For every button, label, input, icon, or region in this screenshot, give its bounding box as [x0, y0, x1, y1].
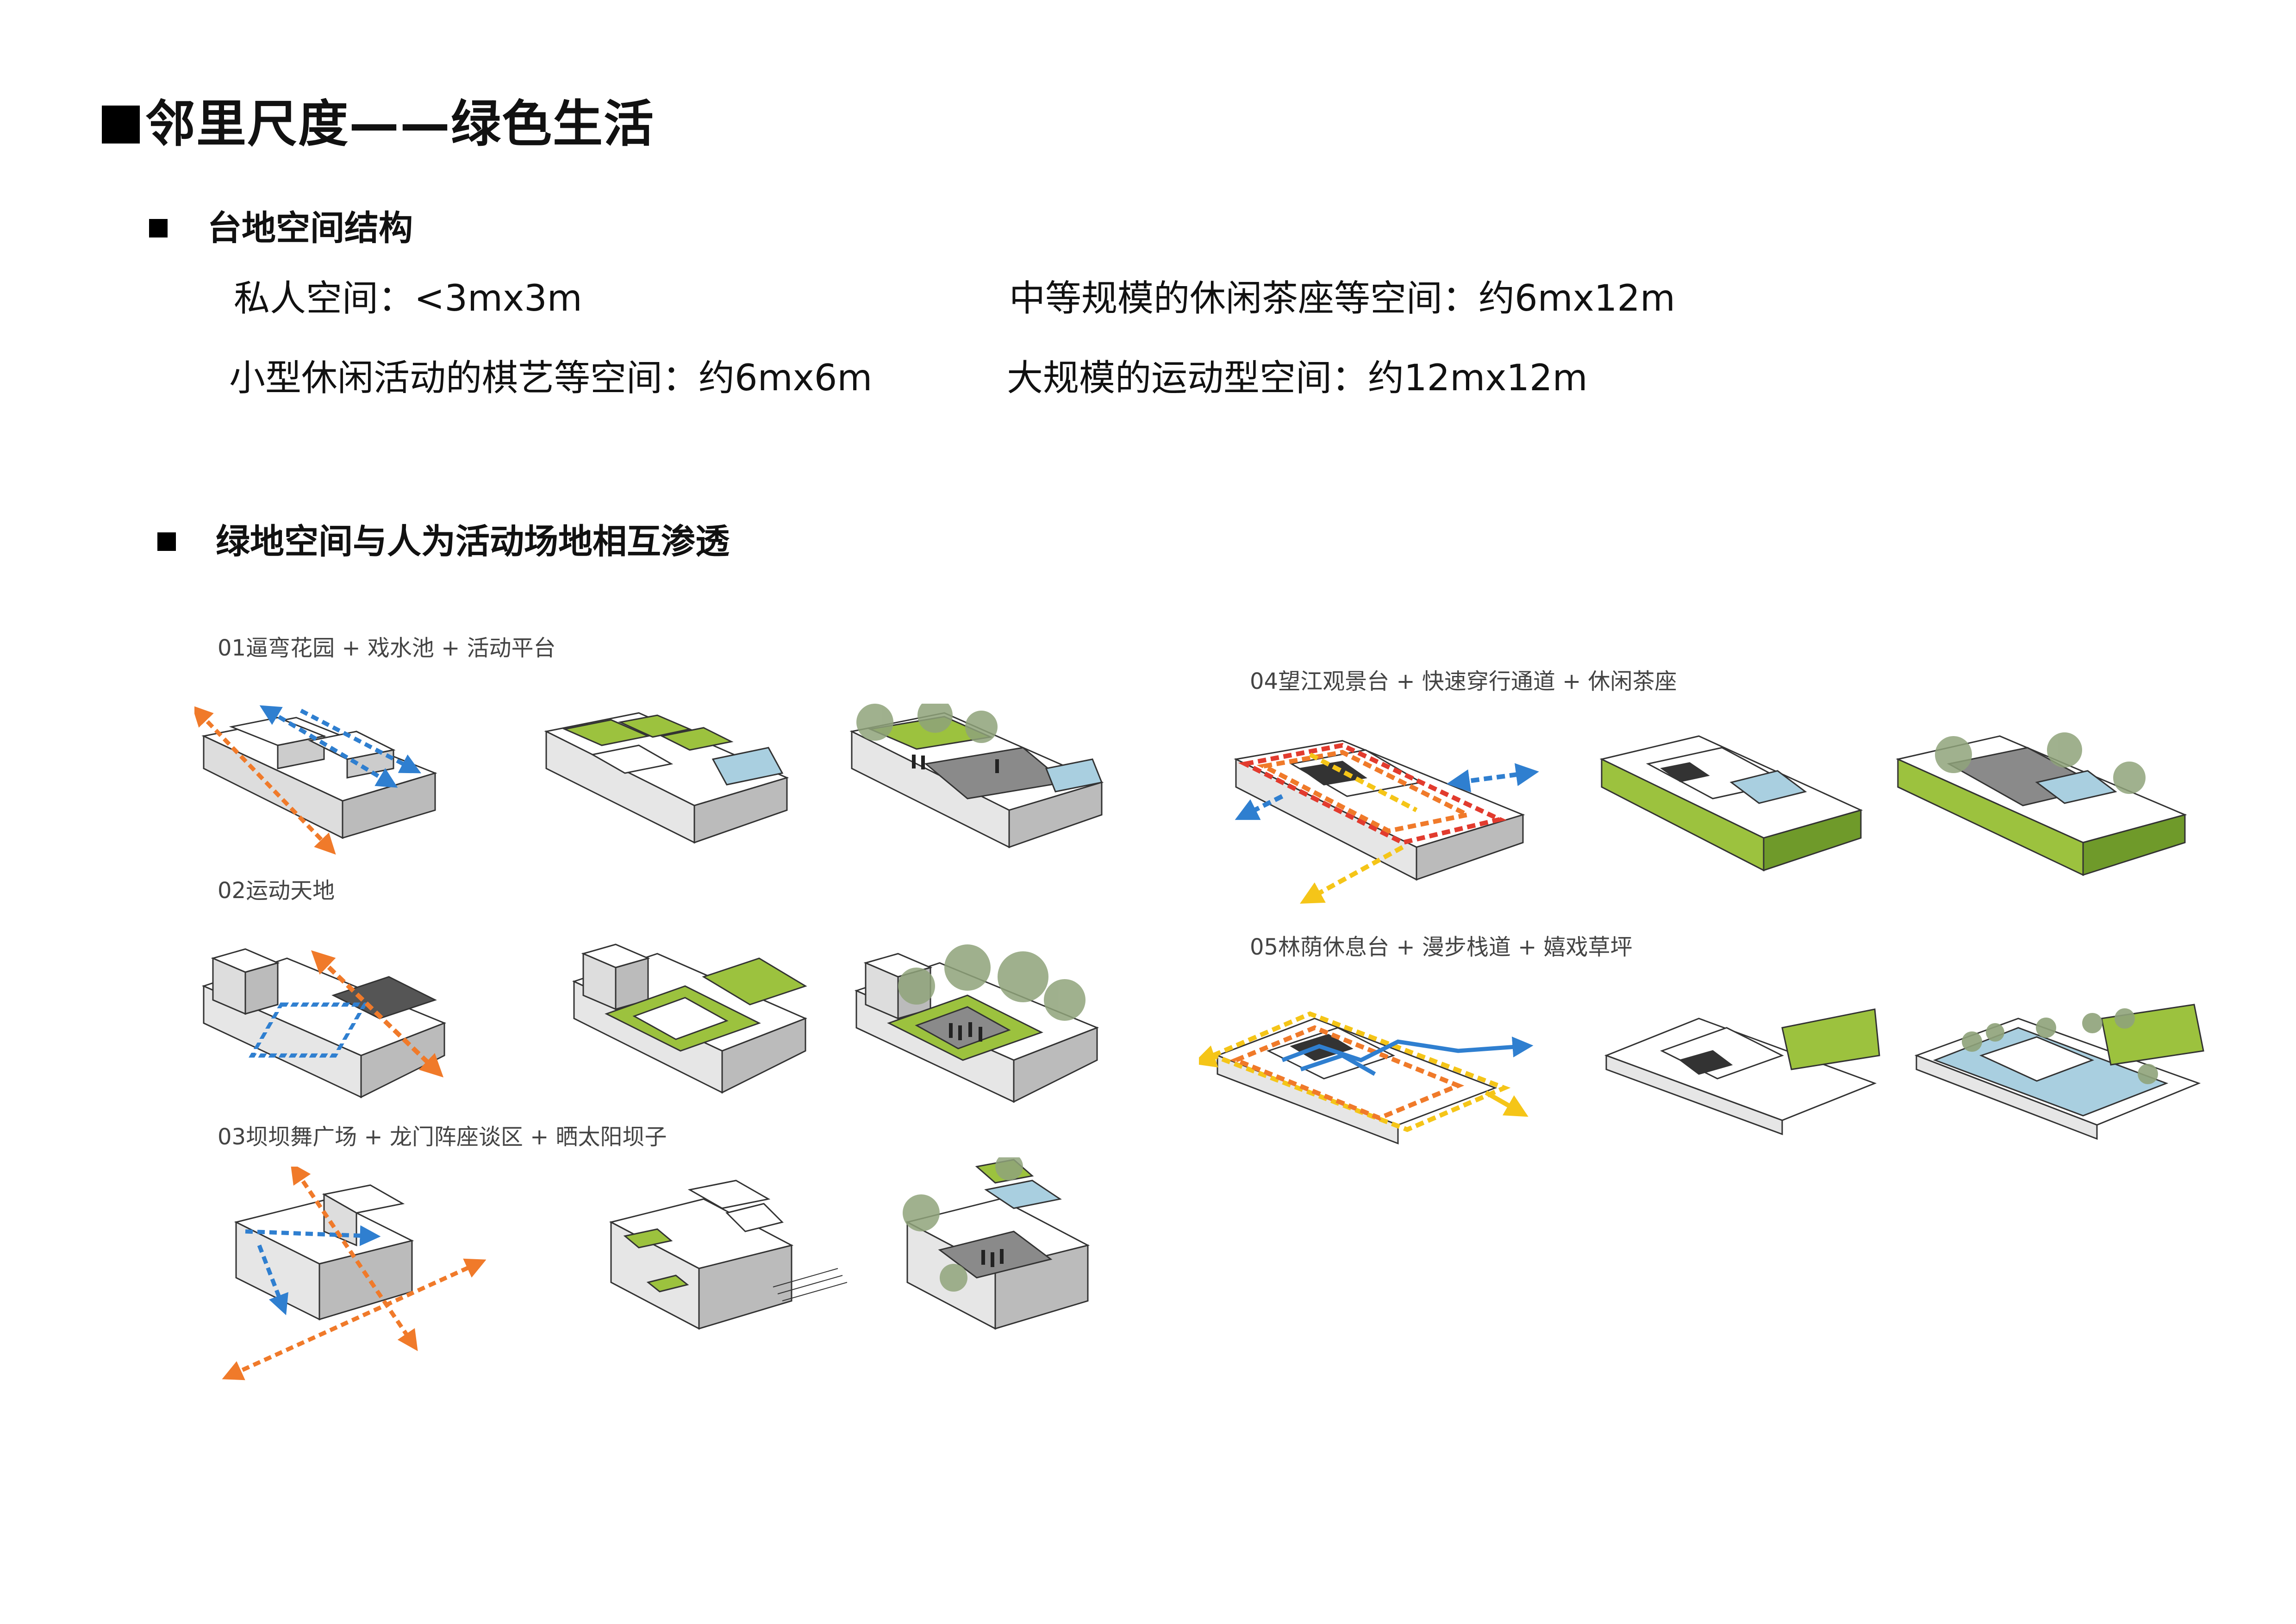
section-heading-2-text: 绿地空间与人为活动场地相互渗透 [216, 522, 730, 562]
diagram-03-rendered [893, 1157, 1143, 1370]
diagram-02-circulation [194, 931, 454, 1116]
section-heading-1-text: 台地空间结构 [207, 208, 413, 248]
group-label-01: 01逼弯花园 + 戏水池 + 活动平台 [218, 635, 556, 661]
diagram-04-rendered [1889, 722, 2194, 907]
diagram-01-circulation [194, 699, 481, 866]
diagram-04-circulation [1227, 722, 1541, 917]
diagram-05-green [1597, 1000, 1884, 1139]
bullet-square-icon [157, 532, 176, 551]
diagram-02-rendered [847, 935, 1106, 1120]
diagram-01-rendered [842, 704, 1111, 870]
page-title: 邻里尺度——绿色生活 [102, 100, 655, 150]
section-heading-2: 绿地空间与人为活动场地相互渗透 [157, 525, 730, 559]
diagram-01-green [537, 704, 796, 861]
spec-private-space: 私人空间：<3mx3m [234, 278, 582, 319]
diagram-03-circulation [218, 1167, 486, 1389]
diagram-03-green [597, 1167, 847, 1370]
spec-small-space: 小型休闲活动的棋艺等空间：约6mx6m [229, 357, 873, 399]
diagram-02-green [565, 926, 815, 1111]
diagram-04-green [1592, 722, 1870, 898]
diagram-05-circulation [1199, 995, 1560, 1162]
diagram-05-rendered [1907, 991, 2208, 1148]
spec-medium-space: 中等规模的休闲茶座等空间：约6mx12m [1009, 278, 1676, 319]
spec-large-space: 大规模的运动型空间：约12mx12m [1007, 357, 1588, 399]
title-square-icon [102, 106, 140, 144]
group-label-03: 03坝坝舞广场 + 龙门阵座谈区 + 晒太阳坝子 [218, 1124, 667, 1150]
group-label-05: 05林荫休息台 + 漫步栈道 + 嬉戏草坪 [1250, 934, 1633, 960]
bullet-square-icon [149, 219, 168, 237]
group-label-02: 02运动天地 [218, 878, 335, 904]
section-heading-1: 台地空间结构 [149, 211, 413, 245]
page-title-text: 邻里尺度——绿色生活 [145, 95, 655, 153]
group-label-04: 04望江观景台 + 快速穿行通道 + 休闲茶座 [1250, 668, 1677, 694]
